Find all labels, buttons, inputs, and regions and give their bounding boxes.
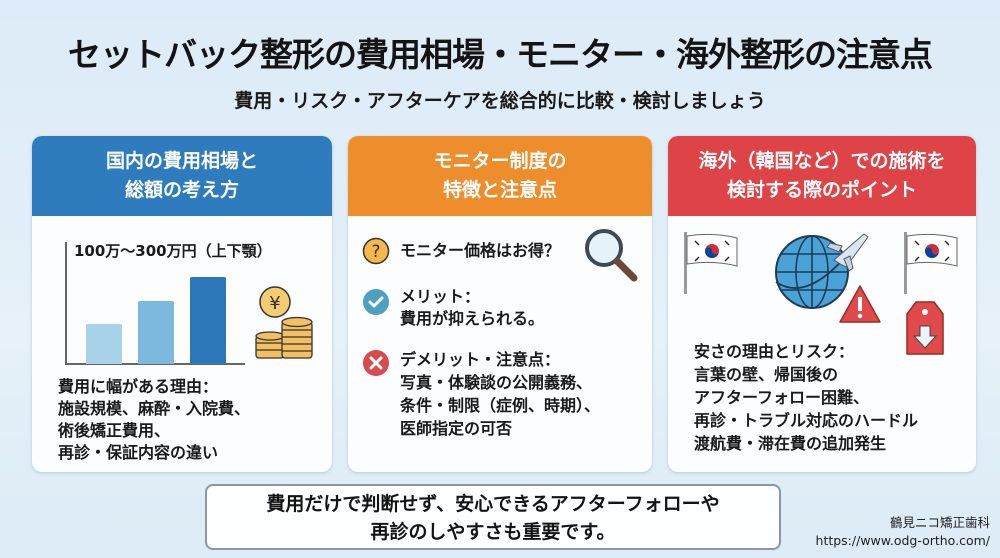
svg-text:¥: ¥ — [269, 293, 280, 314]
svg-text:?: ? — [371, 242, 380, 262]
chart-x-axis — [65, 363, 245, 365]
check-icon — [363, 289, 389, 315]
monitor-price-question: モニター価格はお得？ — [400, 241, 561, 260]
chart-title: 100万〜300万円（上下顎） — [74, 242, 272, 260]
brand-name: 鶴見ニコ矯正歯科 — [889, 515, 990, 530]
question-icon: ? — [362, 237, 390, 265]
card-title-line: モニター制度の — [433, 150, 567, 172]
globe-airplane-icon — [775, 233, 869, 309]
callout-line: 費用だけで判断せず、安心できるアフターフォローや — [266, 493, 720, 515]
chart-bar-high — [190, 277, 226, 364]
demerit-text: デメリット・注意点： 写真・体験談の公開義務、 条件・制限（症例、時期）、 医師… — [400, 350, 601, 438]
cost-reasons: 費用に幅がある理由： 施設規模、麻酔・入院費、 術後矯正費用、 再診・保証内容の… — [58, 377, 251, 462]
conclusion-callout: 費用だけで判断せず、安心できるアフターフォローや 再診のしやすさも重要です。 — [205, 484, 781, 550]
card-title-line: 国内の費用相場と — [105, 150, 258, 172]
page-title: セットバック整形の費用相場・モニター・海外整形の注意点 — [68, 35, 933, 74]
korea-flag-icon — [684, 232, 738, 294]
page-subtitle: 費用・リスク・アフターケアを総合的に比較・検討しましょう — [234, 90, 766, 112]
card-overseas-surgery: 海外（韓国など）での施術を 検討する際のポイント — [668, 136, 976, 472]
card-title-line: 検討する際のポイント — [726, 179, 917, 201]
magnifier-icon — [585, 229, 638, 282]
brand-url[interactable]: https://www.odg-ortho.com/ — [815, 533, 990, 548]
card-monitor-system: モニター制度の 特徴と注意点 ? モニター価格はお得？ メリット： 費用が抑えら… — [348, 136, 652, 472]
card-header: 国内の費用相場と 総額の考え方 — [32, 136, 332, 216]
price-tag-down-icon — [906, 301, 944, 355]
brand-credit: 鶴見ニコ矯正歯科 https://www.odg-ortho.com/ — [816, 514, 990, 550]
warning-icon — [839, 285, 881, 323]
callout-line: 再診のしやすさも重要です。 — [370, 521, 616, 543]
chart-bar-low — [86, 324, 122, 364]
card-header: モニター制度の 特徴と注意点 — [348, 136, 652, 216]
card-title-line: 海外（韓国など）での施術を — [698, 150, 946, 172]
chart-bar-mid — [138, 301, 174, 364]
card-title-line: 総額の考え方 — [124, 179, 239, 201]
card-domestic-cost: 国内の費用相場と 総額の考え方 100万〜300万円（上下顎） ¥ 費用に幅があ… — [32, 136, 332, 472]
yen-coins-icon: ¥ — [255, 286, 313, 359]
chart-y-axis — [65, 242, 67, 364]
korea-flag-icon — [904, 232, 958, 294]
card-header: 海外（韓国など）での施術を 検討する際のポイント — [668, 136, 976, 216]
card-title-line: 特徴と注意点 — [442, 179, 557, 201]
merit-text: メリット： 費用が抑えられる。 — [400, 287, 545, 328]
overseas-risks: 安さの理由とリスク： 言葉の壁、帰国後の アフターフォロー困難、 再診・トラブル… — [694, 342, 919, 453]
cross-icon — [363, 350, 389, 376]
